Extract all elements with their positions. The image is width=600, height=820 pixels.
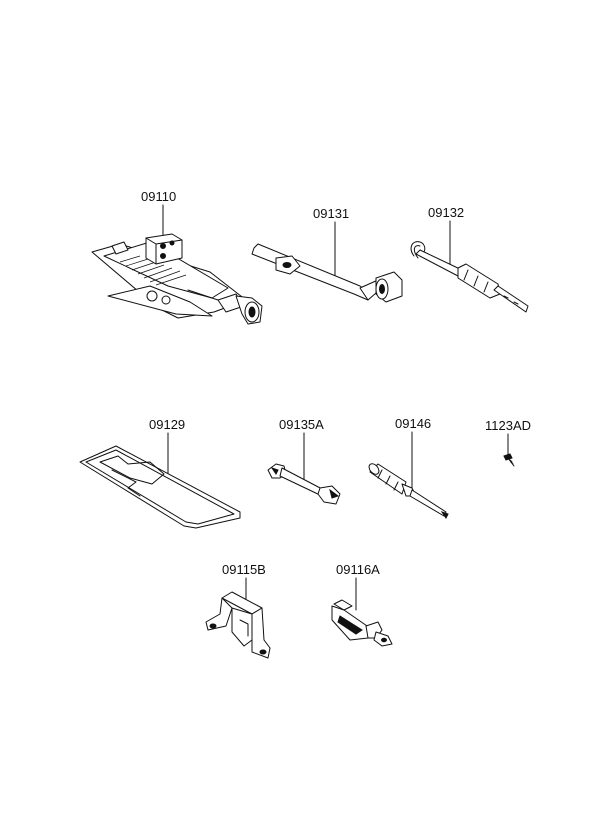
- tool-bag-illustration: [79, 445, 241, 529]
- jack-handle-illustration: [251, 243, 403, 303]
- label-jack: 09110: [141, 189, 176, 204]
- screwdriver-illustration: [368, 463, 449, 519]
- part-screwdriver[interactable]: 09146: [367, 416, 449, 519]
- jack-bracket-illustration: [205, 591, 271, 659]
- part-bolt[interactable]: 1123AD: [485, 418, 531, 467]
- label-jack-handle: 09131: [313, 206, 349, 221]
- part-jack-handle[interactable]: 09131: [251, 206, 403, 303]
- part-handle-bracket[interactable]: 09116A: [331, 562, 393, 647]
- label-jack-bracket: 09115B: [222, 562, 266, 577]
- part-jack-bracket[interactable]: 09115B: [205, 562, 271, 659]
- label-handle-bracket: 09116A: [336, 562, 380, 577]
- part-hook-handle[interactable]: 09132: [410, 205, 529, 313]
- handle-bracket-illustration: [331, 599, 393, 647]
- label-bolt: 1123AD: [485, 418, 531, 433]
- label-tool-bag: 09129: [149, 417, 185, 432]
- bolt-illustration: [503, 453, 515, 467]
- part-tool-bag[interactable]: 09129: [79, 417, 241, 529]
- part-wrench[interactable]: 09135A: [267, 417, 341, 505]
- wrench-illustration: [267, 463, 341, 505]
- label-hook-handle: 09132: [428, 205, 464, 220]
- hook-handle-illustration: [410, 241, 529, 313]
- jack-illustration: [91, 233, 263, 325]
- label-screwdriver: 09146: [395, 416, 431, 431]
- label-wrench: 09135A: [279, 417, 324, 432]
- part-jack[interactable]: 09110: [91, 189, 263, 325]
